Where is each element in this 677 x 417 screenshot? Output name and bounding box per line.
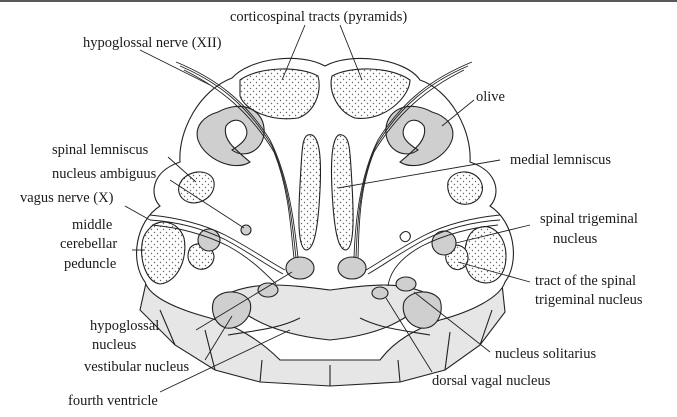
dorsal-vagal-nucleus <box>372 287 388 299</box>
label-middle-cerebellar-2: cerebellar <box>60 236 117 252</box>
label-corticospinal: corticospinal tracts (pyramids) <box>230 9 407 25</box>
label-tract-spinal-trig-2: trigeminal nucleus <box>535 292 643 308</box>
label-nucleus-ambiguus: nucleus ambiguus <box>52 166 157 182</box>
label-spinal-trigeminal-2: nucleus <box>553 231 598 247</box>
label-vestibular-nucleus: vestibular nucleus <box>84 359 189 375</box>
left-hypoglossal-nucleus <box>286 257 314 279</box>
label-medial-lemniscus: medial lemniscus <box>510 152 611 168</box>
label-middle-cerebellar-1: middle <box>72 217 112 233</box>
label-nucleus-solitarius: nucleus solitarius <box>495 346 596 362</box>
label-olive: olive <box>476 89 505 105</box>
label-vagus-nerve: vagus nerve (X) <box>20 190 114 206</box>
label-hypoglossal-nucleus-1: hypoglossal <box>90 318 159 334</box>
left-nucleus-solitarius <box>258 283 278 297</box>
right-hypoglossal-nucleus <box>338 257 366 279</box>
label-tract-spinal-trig-1: tract of the spinal <box>535 273 636 289</box>
label-fourth-ventricle: fourth ventricle <box>68 393 158 409</box>
label-middle-cerebellar-3: peduncle <box>64 256 116 272</box>
label-hypoglossal-nerve: hypoglossal nerve (XII) <box>83 35 222 51</box>
right-tract-of-spinal-trigeminal-nucleus <box>465 227 506 283</box>
label-spinal-trigeminal-1: spinal trigeminal <box>540 211 638 227</box>
nucleus-solitarius <box>396 277 416 291</box>
label-dorsal-vagal-nucleus: dorsal vagal nucleus <box>432 373 551 389</box>
label-spinal-lemniscus: spinal lemniscus <box>52 142 149 158</box>
label-hypoglossal-nucleus-2: nucleus <box>92 337 137 353</box>
right-spinal-lemniscus <box>448 172 483 204</box>
